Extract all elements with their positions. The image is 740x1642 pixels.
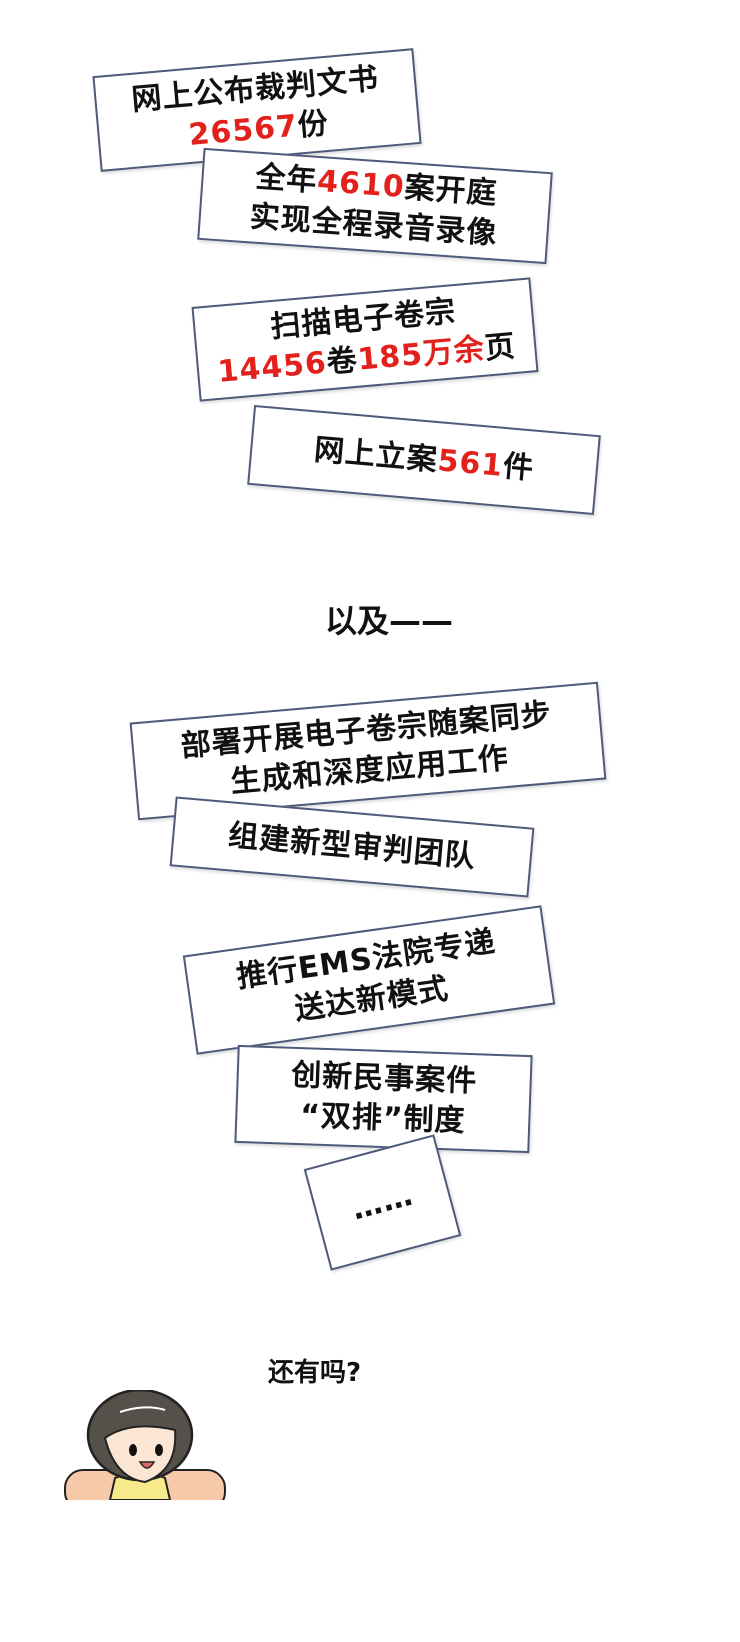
card-text: “双排”制度 — [299, 1098, 467, 1139]
card-text: 卷 — [325, 342, 360, 380]
card-text: 案开庭 — [403, 170, 499, 212]
highlight-number: 561 — [436, 443, 505, 484]
stat-card-online-filing: 网上立案561件 — [247, 404, 601, 516]
card-line: …… — [347, 1175, 417, 1230]
card-text: 份 — [296, 105, 331, 144]
card-line: 创新民事案件 — [291, 1056, 478, 1102]
girl-character-illustration — [64, 1390, 226, 1500]
highlight-number: 14456 — [216, 344, 329, 390]
card-text: 创新民事案件 — [290, 1057, 478, 1100]
highlight-number: 4610 — [316, 163, 406, 205]
item-card-ellipsis: …… — [303, 1134, 462, 1271]
card-text: 组建新型审判团队 — [226, 818, 478, 875]
card-line: “双排”制度 — [299, 1096, 467, 1142]
stat-card-recorded-hearings: 全年4610案开庭实现全程录音录像 — [197, 147, 553, 265]
highlight-number: 26567 — [187, 108, 300, 153]
card-text: 件 — [501, 448, 536, 487]
card-line: 组建新型审判团队 — [227, 816, 478, 877]
card-text: 网上立案 — [312, 432, 440, 479]
card-line: 网上立案561件 — [312, 430, 536, 489]
card-text: …… — [347, 1177, 417, 1227]
question-text: 还有吗? — [268, 1358, 362, 1388]
item-card-dual-scheduling: 创新民事案件“双排”制度 — [234, 1044, 533, 1154]
face — [103, 1425, 177, 1484]
highlight-number: 185万余 — [356, 331, 487, 378]
right-eye — [155, 1444, 163, 1456]
left-eye — [129, 1444, 137, 1456]
item-card-ems-delivery: 推行EMS法院专递送达新模式 — [182, 905, 556, 1055]
and-more-text: 以及—— — [325, 602, 454, 640]
item-card-trial-teams: 组建新型审判团队 — [169, 796, 535, 898]
card-text: 全年 — [254, 159, 319, 199]
mouth — [138, 1461, 156, 1469]
card-text: 页 — [483, 328, 518, 367]
